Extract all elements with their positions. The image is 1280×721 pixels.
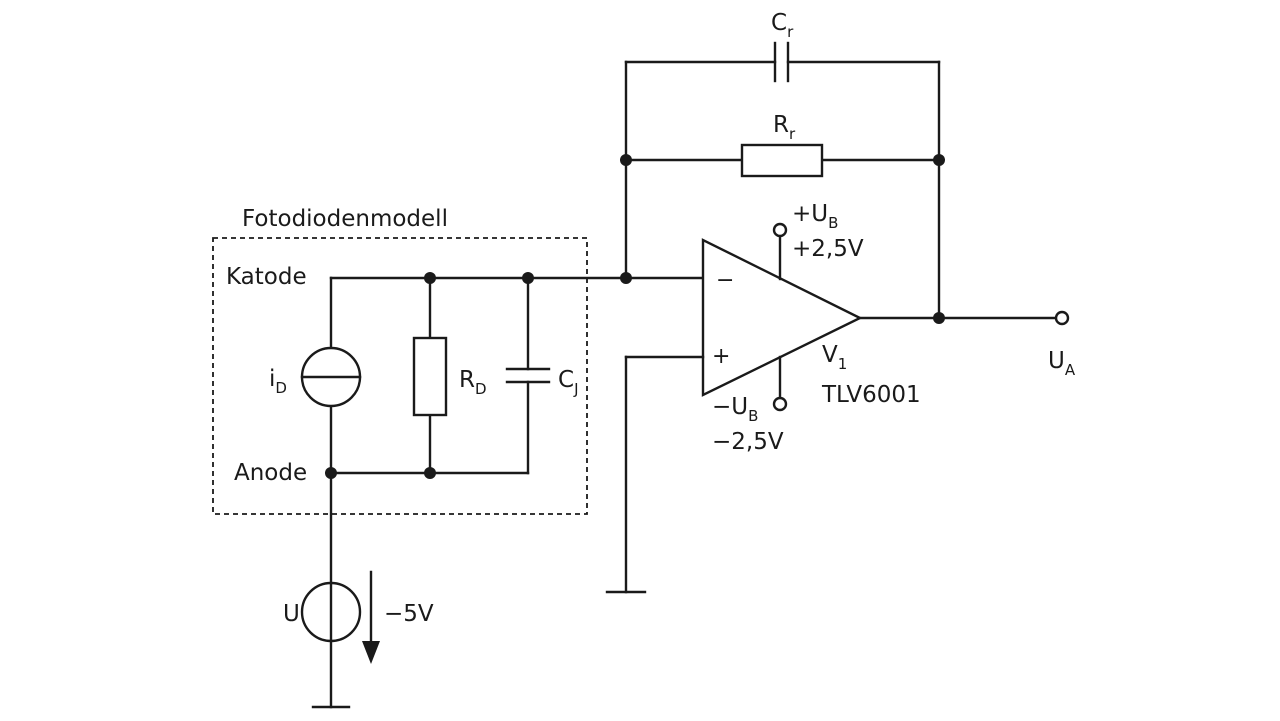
resistor-rd — [412, 336, 448, 417]
bias-arrow-head — [362, 641, 380, 664]
opamp-v1 — [701, 238, 863, 397]
resistor-rd-label: RD — [459, 367, 487, 398]
cap-cr-label: Cr — [771, 10, 794, 41]
photodiode-model-title: Fotodiodenmodell — [242, 206, 448, 232]
junction-dot — [933, 154, 945, 166]
supply-neg-value: −2,5V — [712, 429, 784, 455]
junction-dot — [325, 467, 337, 479]
junction-dot — [620, 154, 632, 166]
katode-label: Katode — [226, 264, 307, 290]
current-source-label: iD — [269, 366, 287, 397]
junction-dot — [620, 272, 632, 284]
supply-pos-label: +UB — [792, 201, 838, 232]
junction-dot — [424, 272, 436, 284]
output-terminal — [1054, 310, 1070, 326]
junction-dot — [424, 467, 436, 479]
junction-dot — [933, 312, 945, 324]
junction-dot — [522, 272, 534, 284]
opamp-minus-sign: − — [716, 268, 734, 293]
supply-pos-terminal — [772, 222, 788, 238]
resistor-rr-label: Rr — [773, 112, 796, 143]
supply-pos-value: +2,5V — [792, 236, 864, 262]
output-label: UA — [1048, 348, 1076, 379]
opamp-part-label: TLV6001 — [821, 382, 921, 408]
supply-neg-terminal — [772, 396, 788, 412]
resistor-rr — [740, 143, 824, 178]
opamp-plus-sign: + — [712, 344, 730, 369]
photodiode-model-box — [212, 237, 588, 515]
supply-neg-label: −UB — [712, 394, 758, 425]
bias-source-label: U — [283, 601, 300, 627]
opamp-name-label: V1 — [822, 342, 847, 373]
anode-label: Anode — [234, 460, 307, 486]
bias-source-value: −5V — [384, 601, 434, 627]
cap-cj-label: CJ — [558, 367, 579, 398]
